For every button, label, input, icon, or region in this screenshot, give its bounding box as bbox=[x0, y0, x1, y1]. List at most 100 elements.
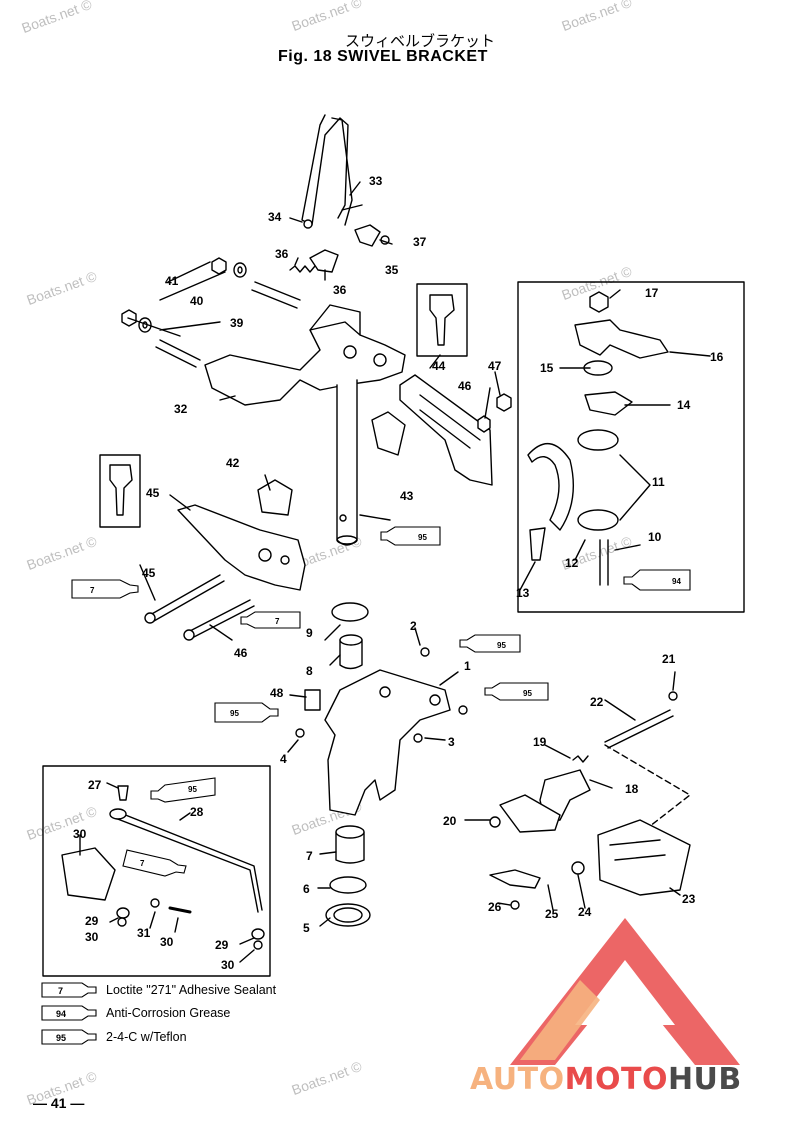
screw bbox=[458, 705, 468, 715]
legend-row: 95 2-4-C w/Teflon bbox=[40, 1027, 187, 1047]
tube-95: 95 bbox=[214, 702, 279, 723]
lock-clip bbox=[309, 249, 339, 273]
through-rod bbox=[251, 281, 301, 309]
lock-clip bbox=[354, 224, 381, 247]
tilt-lever bbox=[574, 319, 669, 359]
callout: 18 bbox=[625, 782, 639, 796]
tube-95: 95 bbox=[459, 634, 521, 653]
brand-logo-text: AUTOMOTOHUB bbox=[470, 1062, 742, 1097]
tilt-lock-lever bbox=[301, 114, 363, 226]
callout: 24 bbox=[578, 905, 592, 919]
callout: 28 bbox=[190, 805, 204, 819]
callout: 40 bbox=[190, 294, 204, 308]
bushing bbox=[339, 639, 363, 670]
callout: 4 bbox=[280, 752, 287, 766]
disk bbox=[577, 429, 619, 451]
spacer bbox=[304, 689, 321, 711]
bolt bbox=[149, 574, 225, 622]
callout: 6 bbox=[303, 882, 310, 896]
svg-text:7: 7 bbox=[58, 986, 63, 996]
retainer bbox=[527, 443, 575, 531]
callout: 31 bbox=[137, 926, 151, 940]
svg-text:95: 95 bbox=[188, 785, 197, 794]
legend-text: 2-4-C w/Teflon bbox=[106, 1030, 187, 1044]
tube-icon: 94 bbox=[41, 1005, 97, 1021]
legend-row: 7 Loctite "271" Adhesive Sealant bbox=[40, 980, 276, 1000]
nuts-washers bbox=[121, 257, 247, 333]
svg-text:95: 95 bbox=[418, 533, 427, 542]
callout: 41 bbox=[165, 274, 179, 288]
svg-text:95: 95 bbox=[230, 709, 239, 718]
bracket-plate bbox=[61, 847, 116, 901]
callout: 16 bbox=[710, 350, 724, 364]
callout: 35 bbox=[385, 263, 399, 277]
callout: 9 bbox=[306, 626, 313, 640]
link-arm bbox=[499, 794, 561, 833]
washer bbox=[329, 876, 367, 894]
lower-clamp-bracket bbox=[177, 504, 306, 591]
callout: 30 bbox=[221, 958, 235, 972]
callout: 30 bbox=[160, 935, 174, 949]
figure-title: Fig. 18 SWIVEL BRACKET bbox=[278, 48, 488, 65]
callout: 25 bbox=[545, 907, 559, 921]
lever bbox=[489, 869, 541, 889]
swivel-bracket bbox=[324, 669, 451, 816]
brand-part: MOTO bbox=[564, 1062, 668, 1097]
callout: 14 bbox=[677, 398, 691, 412]
svg-text:7: 7 bbox=[90, 586, 95, 595]
callout: 3 bbox=[448, 735, 455, 749]
svg-text:7: 7 bbox=[140, 859, 145, 868]
screw bbox=[420, 647, 430, 657]
svg-text:94: 94 bbox=[672, 577, 681, 586]
callout: 45 bbox=[142, 566, 156, 580]
legend-text: Anti-Corrosion Grease bbox=[106, 1006, 231, 1020]
plate bbox=[584, 391, 633, 416]
callout: 5 bbox=[303, 921, 310, 935]
page-number: — 41 — bbox=[33, 1095, 85, 1111]
callout: 32 bbox=[174, 402, 188, 416]
callout: 37 bbox=[413, 235, 427, 249]
callout: 1 bbox=[464, 659, 471, 673]
callout: 34 bbox=[268, 210, 282, 224]
callout: 30 bbox=[85, 930, 99, 944]
washer bbox=[477, 415, 491, 433]
callout: 46 bbox=[458, 379, 472, 393]
spring bbox=[571, 861, 585, 875]
callout: 42 bbox=[226, 456, 240, 470]
through-rod bbox=[155, 339, 201, 368]
callout: 21 bbox=[662, 652, 676, 666]
part-pin bbox=[303, 219, 313, 229]
callout: 10 bbox=[648, 530, 662, 544]
legend-text: Loctite "271" Adhesive Sealant bbox=[106, 983, 277, 997]
detail-panel-frame bbox=[42, 765, 271, 977]
tube-95: 95 bbox=[380, 526, 441, 546]
tube-7: 7 bbox=[71, 579, 139, 599]
brand-part: AUTO bbox=[470, 1062, 565, 1097]
callout: 23 bbox=[682, 892, 696, 906]
tube-94: 94 bbox=[623, 569, 691, 591]
callout: 39 bbox=[230, 316, 244, 330]
callout: 44 bbox=[432, 359, 446, 373]
svg-text:95: 95 bbox=[523, 689, 532, 698]
bushing bbox=[325, 903, 371, 927]
svg-text:95: 95 bbox=[56, 1033, 66, 1043]
svg-text:94: 94 bbox=[56, 1009, 66, 1019]
japanese-title: スウィベルブラケット bbox=[345, 32, 496, 50]
tube-95: 95 bbox=[150, 777, 216, 803]
rod bbox=[604, 709, 674, 749]
tube-icon: 95 bbox=[41, 1029, 97, 1045]
callout: 26 bbox=[488, 900, 502, 914]
brand-part: HUB bbox=[667, 1062, 742, 1097]
callout: 2 bbox=[410, 619, 417, 633]
thrust-pad bbox=[257, 479, 293, 516]
screw bbox=[413, 733, 423, 743]
callout: 46 bbox=[234, 646, 248, 660]
svg-text:7: 7 bbox=[275, 617, 280, 626]
detail-panel-frame bbox=[517, 281, 745, 613]
screw bbox=[295, 728, 305, 738]
callout: 33 bbox=[369, 174, 383, 188]
spring bbox=[289, 265, 316, 273]
disk bbox=[577, 509, 619, 531]
